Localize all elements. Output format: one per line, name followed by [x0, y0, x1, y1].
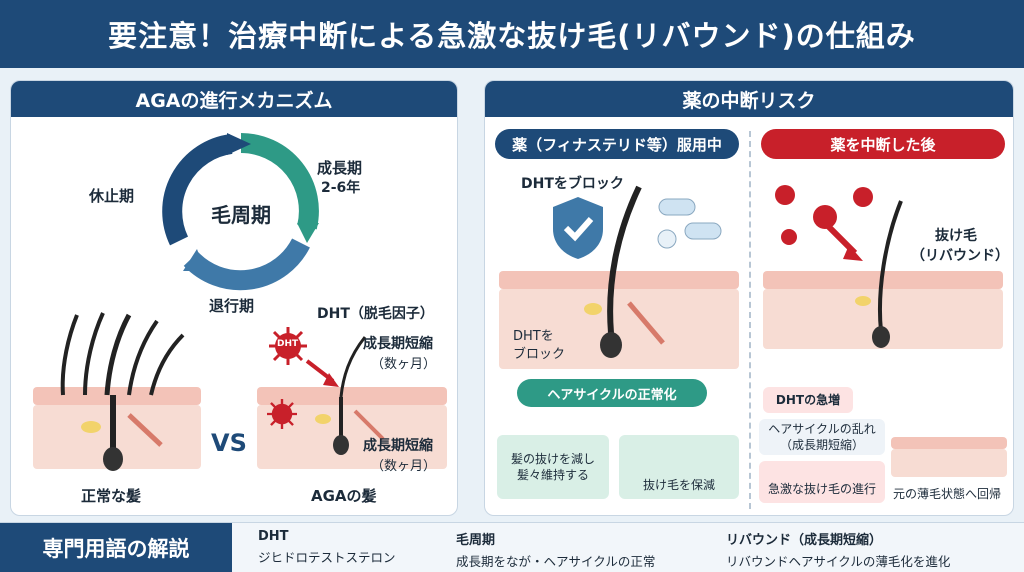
normal-hair-icon [60, 312, 185, 471]
aga-mechanism-panel: AGAの進行メカニズム 毛周期 成長期 2-6年 休止期 退行期 正常な髪 VS [10, 80, 458, 516]
growth-shortening-sub: （数ヶ月） [371, 459, 437, 474]
dht-badge: DHT [277, 339, 299, 349]
pill-icon [657, 198, 722, 249]
glossary-term-name: リバウンド（成長期短縮） [726, 533, 883, 548]
dht-block-label: DHTをブロック [521, 176, 624, 192]
aga-mechanism-heading: AGAの進行メカニズム [11, 81, 457, 117]
shield-icon [553, 197, 603, 259]
cycle-disorder-box: ヘアサイクルの乱れ （成長期短縮） [759, 419, 885, 455]
cycle-center-label: 毛周期 [211, 203, 271, 227]
reduce-hair-loss-box: 髪の抜けを減し 髪々維持する [497, 435, 609, 499]
dht-molecule-icon [267, 399, 297, 429]
growth-shortening-label: 成長期短縮 [363, 336, 433, 352]
glossary-term-desc: ジヒドロテストステロン [258, 550, 396, 565]
hair-cycle-normalization: ヘアサイクルの正常化 [517, 379, 707, 407]
glossary-term-name: DHT [258, 529, 289, 544]
glossary-title: 専門用語の解説 [0, 523, 232, 572]
treated-hair-icon [584, 185, 665, 358]
aga-hair-icon [305, 336, 385, 455]
vs-label: VS [211, 429, 247, 457]
protect-hair-box: 抜け毛を保減 [619, 435, 739, 499]
taking-medication-heading: 薬（フィナステリド等）服用中 [495, 129, 739, 159]
growth-years-label: 2-6年 [321, 180, 361, 196]
thin-scalp [891, 437, 1007, 449]
aga-scalp [257, 387, 447, 405]
medication-risk-heading: 薬の中断リスク [485, 81, 1013, 117]
glossary-term: 毛周期 成長期をなが・ヘアサイクルの正常 [456, 529, 655, 570]
reduce-loss-text: 髪々維持する [516, 468, 589, 482]
growth-shortening-label: 成長期短縮 [363, 438, 433, 454]
hair-cycle-diagram [162, 133, 319, 291]
cycle-disorder-text: （成長期短縮） [779, 438, 864, 452]
dht-block-inner-label: DHTを [513, 329, 554, 344]
rebound-hair-loss-label: （リバウンド） [911, 248, 1009, 264]
glossary-term-name: 毛周期 [456, 533, 496, 548]
dht-factor-label: DHT（脱毛因子） [317, 306, 434, 322]
page-title: 要注意！治療中断による急激な抜け毛(リバウンド)の仕組み [108, 19, 916, 53]
dht-surge-text: DHTの急増 [775, 392, 841, 407]
thin-dermis [891, 449, 1007, 477]
title-bar: 要注意！治療中断による急激な抜け毛(リバウンド)の仕組み [0, 0, 1024, 68]
normal-scalp [33, 387, 201, 405]
glossary-term-desc: リバウンドヘアサイクルの薄毛化を進化 [726, 554, 951, 569]
back-to-thinning-label: 元の薄毛状態へ回帰 [893, 487, 1002, 501]
treated-scalp [499, 271, 739, 289]
dht-block-inner-label: ブロック [513, 347, 566, 362]
column-divider [749, 131, 751, 509]
rebound-hair-loss-label: 抜け毛 [935, 228, 977, 244]
glossary-term: DHT ジヒドロテストステロン [258, 529, 396, 566]
dht-molecule-icon [269, 327, 307, 365]
aga-hair-caption: AGAの髪 [311, 487, 377, 505]
reduce-loss-text: 髪の抜けを減し [510, 451, 595, 466]
glossary-term-desc: 成長期をなが・ヘアサイクルの正常 [456, 554, 656, 569]
glossary-term: リバウンド（成長期短縮） リバウンドヘアサイクルの薄毛化を進化 [726, 529, 950, 570]
rapid-loss-text: 急激な抜け毛の進行 [767, 481, 876, 496]
protect-text: 抜け毛を保減 [642, 477, 715, 492]
cycle-disorder-text: ヘアサイクルの乱れ [768, 421, 876, 436]
regress-phase-label: 退行期 [209, 297, 255, 315]
rest-phase-label: 休止期 [89, 187, 135, 205]
normal-hair-caption: 正常な髪 [81, 487, 142, 505]
treated-dermis [499, 289, 739, 369]
dht-cluster-icon [775, 185, 873, 245]
medication-risk-panel: 薬の中断リスク 薬（フィナステリド等）服用中 DHTをブロック DHTを ブロッ… [484, 80, 1014, 516]
growth-phase-label: 成長期 [317, 159, 363, 177]
growth-shortening-sub: （数ヶ月） [371, 357, 437, 372]
rapid-hair-loss-box: 急激な抜け毛の進行 [759, 461, 885, 503]
dht-surge-box: DHTの急増 [763, 387, 853, 413]
glossary-bar: 専門用語の解説 DHT ジヒドロテストステロン 毛周期 成長期をなが・ヘアサイク… [0, 522, 1024, 572]
stopped-medication-heading: 薬を中断した後 [761, 129, 1005, 159]
